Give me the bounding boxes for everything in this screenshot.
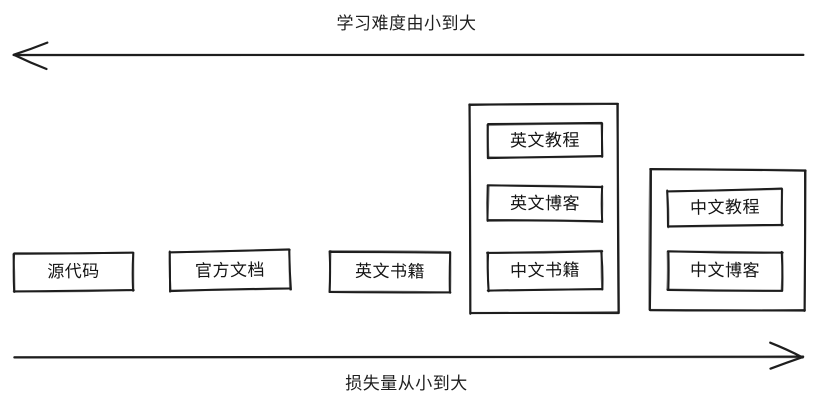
node-boxes (12, 121, 784, 294)
node-english-books (328, 250, 452, 294)
node-english-tutorial (486, 121, 604, 160)
node-chinese-books-fill (487, 251, 603, 291)
node-chinese-books (486, 249, 604, 293)
node-chinese-tutorial (666, 187, 784, 229)
loss-axis-arrowhead-lower (769, 355, 805, 370)
node-official-docs (168, 248, 292, 293)
loss-axis-line (13, 355, 805, 359)
node-english-books-fill (329, 251, 451, 293)
axis-label-loss: 损失量从小到大 (345, 374, 468, 394)
loss-axis-arrowhead-upper (769, 341, 804, 359)
axis-label-difficulty: 学习难度由小到大 (336, 14, 477, 34)
node-english-tutorial-fill (487, 123, 603, 158)
loss-axis (13, 341, 805, 370)
node-official-docs-fill (169, 249, 291, 292)
node-chinese-blog (666, 250, 784, 292)
node-english-blog-fill (487, 185, 603, 222)
node-chinese-blog-fill (667, 251, 783, 291)
difficulty-axis-arrowhead-lower (12, 53, 48, 71)
difficulty-axis-arrowhead-upper (12, 41, 49, 56)
node-source-code (12, 251, 135, 294)
node-chinese-tutorial-fill (667, 189, 783, 227)
difficulty-axis (12, 41, 805, 71)
node-english-blog (486, 184, 604, 224)
node-source-code-fill (13, 252, 134, 292)
axes-group (12, 41, 805, 370)
